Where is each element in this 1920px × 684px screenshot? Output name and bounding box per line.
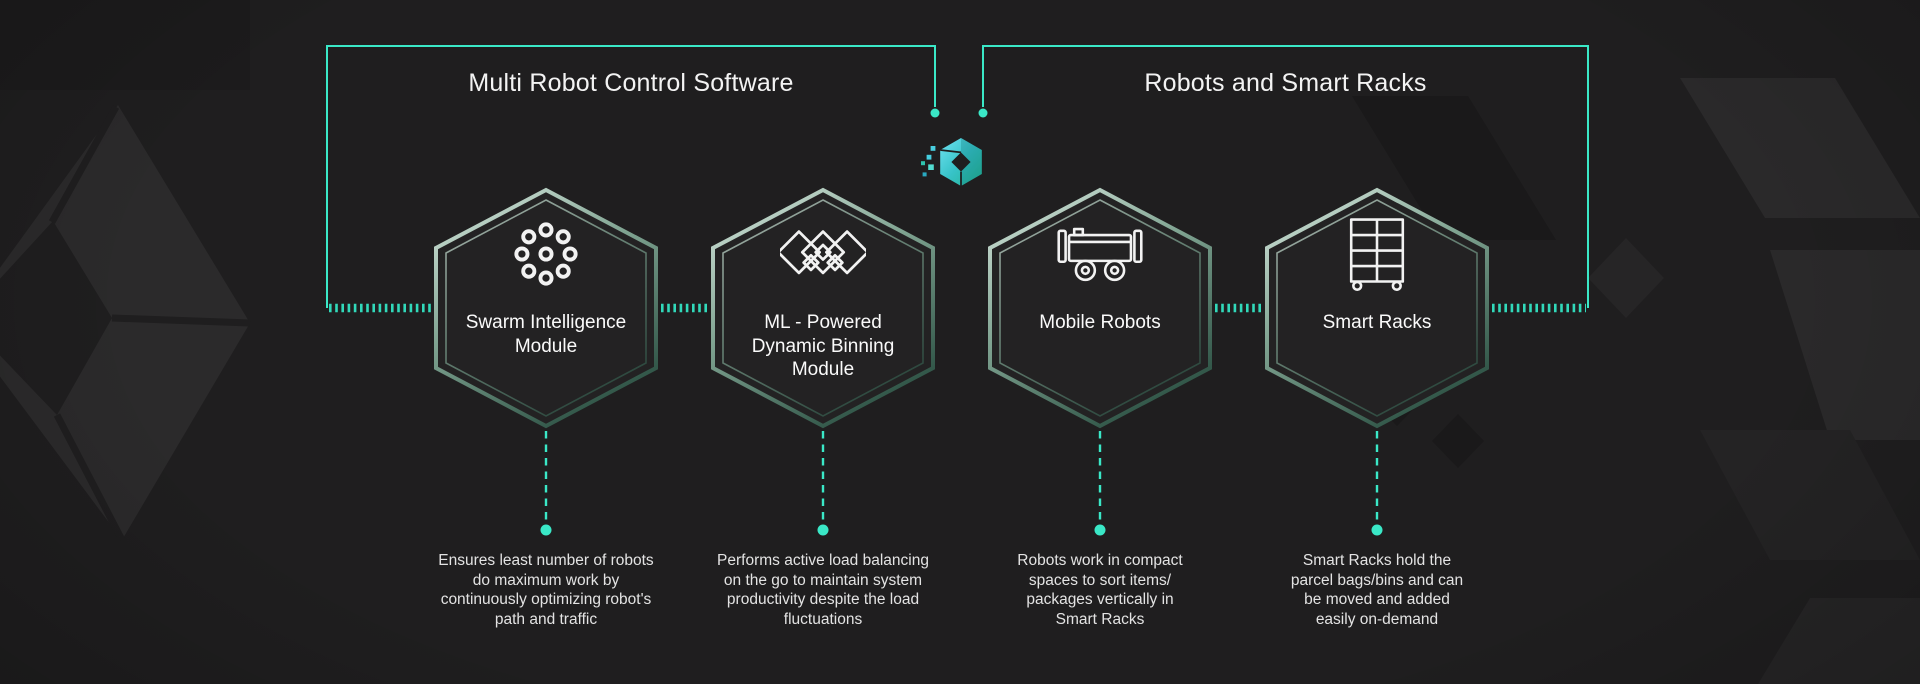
node-ml-powered-dynamic-binning-module: ML - Powered Dynamic Binning Module xyxy=(710,187,936,429)
drop-lines xyxy=(544,431,1379,520)
swarm-dots-icon xyxy=(503,211,589,297)
cube-logo-pixels xyxy=(921,146,936,177)
node-label: ML - Powered Dynamic Binning Module xyxy=(751,312,895,380)
node-swarm-intelligence-module: Swarm Intelligence Module xyxy=(433,187,659,429)
group-title-robots-and-smart-racks: Robots and Smart Racks xyxy=(1144,68,1427,97)
cube-logo-graphic xyxy=(921,138,982,186)
hexagon-frame xyxy=(711,187,935,429)
node-label: Smart Racks xyxy=(1322,312,1432,333)
pixel-cube-logo xyxy=(917,130,997,204)
node-label: Mobile Robots xyxy=(1039,312,1161,333)
bg-chevron-decoration-right xyxy=(1352,78,1920,684)
left-bracket-dot xyxy=(930,108,940,118)
node-description-mobile-robots: Robots work in compact spaces to sort it… xyxy=(1017,552,1183,628)
group-title-multi-robot-control-software: Multi Robot Control Software xyxy=(468,68,794,97)
hexagon-frame xyxy=(434,187,658,429)
node-smart-racks: Smart Racks xyxy=(1264,187,1490,429)
smart-rack-icon xyxy=(1334,211,1420,297)
node-description-swarm: Ensures least number of robots do maximu… xyxy=(438,552,654,628)
bg-cube-decoration-left xyxy=(0,105,251,542)
right-bracket-line xyxy=(982,45,1589,308)
overlapping-diamonds-icon xyxy=(776,211,870,297)
node-mobile-robots: Mobile Robots xyxy=(987,187,1213,429)
node-description-smart-racks: Smart Racks hold the parcel bags/bins an… xyxy=(1290,552,1464,628)
left-bracket-line xyxy=(326,45,936,308)
hexagon-frame xyxy=(988,187,1212,429)
right-bracket-dot xyxy=(978,108,988,118)
mobile-robot-icon xyxy=(1057,211,1143,297)
node-label: Swarm Intelligence Module xyxy=(465,312,627,357)
bg-dark-patch xyxy=(0,0,250,90)
hexagon-frame xyxy=(1265,187,1489,429)
drop-dots xyxy=(540,524,1383,536)
node-description-ml-binning: Performs active load balancing on the go… xyxy=(717,552,929,628)
